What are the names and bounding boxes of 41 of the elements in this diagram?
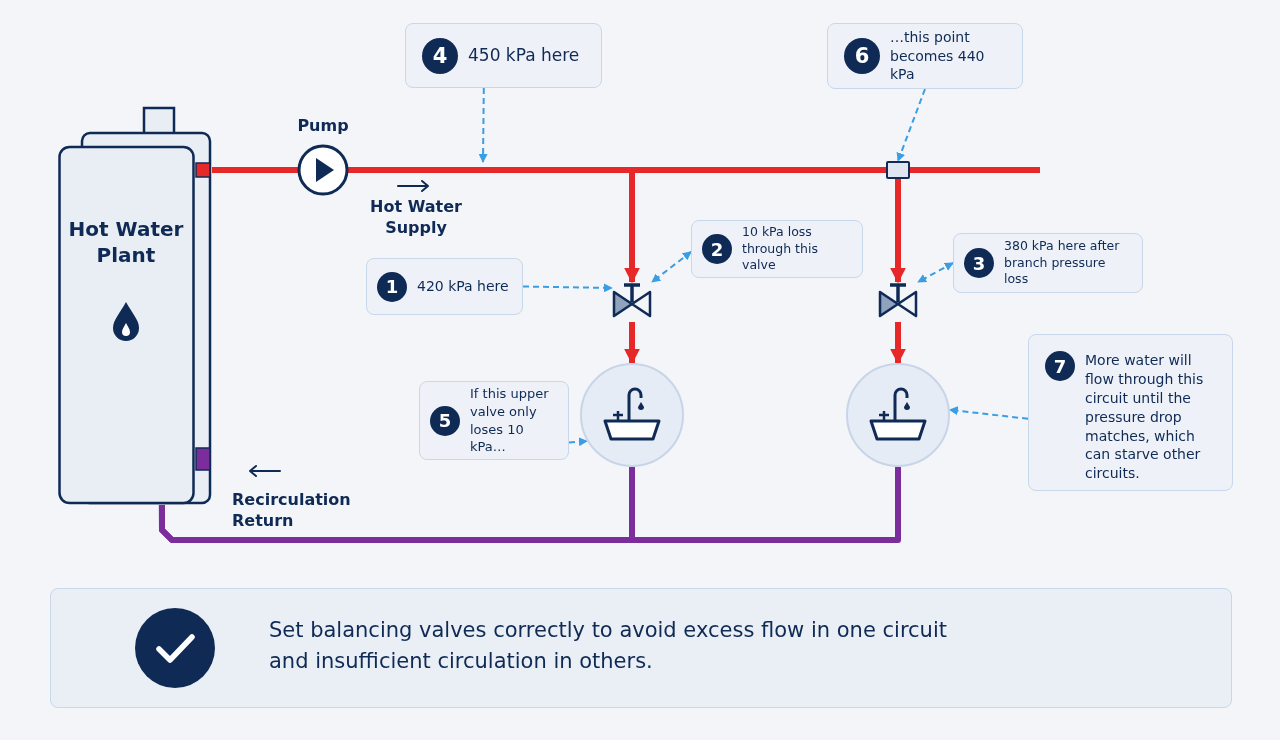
callout-number: 3 <box>964 248 994 278</box>
pipe <box>890 179 906 284</box>
callout-box <box>827 23 1023 89</box>
callout-text: 380 kPa here after branch pressure loss <box>1004 237 1121 289</box>
callout-box <box>405 23 602 88</box>
pipe <box>624 322 640 365</box>
callout-number: 7 <box>1045 351 1075 381</box>
leader-line <box>478 87 488 163</box>
callout-box <box>1028 334 1233 491</box>
pipe <box>348 167 886 173</box>
callout-text: 420 kPa here <box>417 277 509 296</box>
callout-number: 5 <box>430 405 460 436</box>
leader-line <box>917 262 954 283</box>
callout-text: If this upper valve only loses 10 kPa… <box>470 385 550 456</box>
flow-label: Hot Water Supply <box>370 197 462 239</box>
callout-number: 1 <box>377 271 407 302</box>
callout-number: 6 <box>844 38 880 74</box>
callout-box <box>366 258 523 315</box>
leader-line <box>568 437 588 447</box>
pipe-fitting <box>886 161 910 179</box>
pipe <box>890 322 906 365</box>
leader-line <box>948 406 1029 420</box>
pipe <box>910 167 1040 173</box>
callout-text: 450 kPa here <box>468 44 580 67</box>
tank-label: Hot Water Plant <box>67 216 185 268</box>
callout-text: 10 kPa loss through this valve <box>742 223 819 275</box>
callout-box <box>691 220 863 278</box>
callout-text: More water will flow through this circuit until the pressure drop matches, which can starve other circuits. <box>1085 351 1205 484</box>
summary-banner <box>50 588 1232 708</box>
leader-line <box>896 88 926 162</box>
callout-box <box>953 233 1143 293</box>
callout-text: …this point becomes 440 kPa <box>890 27 986 85</box>
flow-label: Recirculation Return <box>232 490 352 532</box>
callout-number: 2 <box>702 234 732 264</box>
summary-text: Set balancing valves correctly to avoid excess flow in one circuit and insufficient circulation in others. <box>269 617 948 675</box>
callout-box <box>419 381 569 460</box>
leader-line <box>522 283 613 293</box>
pump-label: Pump <box>296 116 350 135</box>
callout-number: 4 <box>422 37 458 74</box>
leader-line <box>651 250 692 283</box>
pipe <box>158 467 901 543</box>
